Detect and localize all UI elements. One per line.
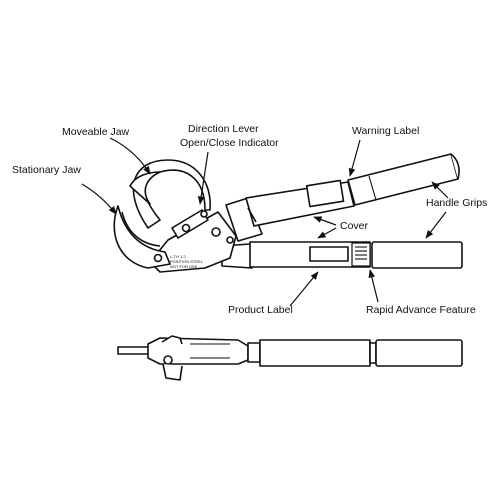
label-warning-label: Warning Label (352, 125, 419, 137)
label-handle-grips: Handle Grips (426, 197, 487, 209)
label-cover: Cover (340, 220, 369, 232)
label-stationary-jaw: Stationary Jaw (12, 164, 81, 176)
upper-handle (225, 153, 460, 242)
jaw-assembly: L-TH 1.2 POSITION STEEL NOT FOR USE (113, 159, 237, 273)
label-product-label: Product Label (228, 304, 293, 316)
stationary-jaw (113, 205, 171, 269)
jaw-marking-1: L-TH 1.2 (170, 254, 186, 259)
label-moveable-jaw: Moveable Jaw (62, 126, 130, 138)
jaw-marking-3: NOT FOR USE (170, 264, 198, 269)
direction-lever (171, 209, 209, 239)
warning-label-band (305, 179, 345, 208)
cable-cutter-side-view (117, 335, 463, 381)
jaw-marking-2: POSITION STEEL (170, 259, 204, 264)
cable-cutter-main-view: L-TH 1.2 POSITION STEEL NOT FOR USE (113, 153, 463, 273)
label-open-close-indicator: Open/Close Indicator (180, 137, 279, 149)
side-view-lower-handle (259, 339, 371, 367)
label-rapid-advance-feature: Rapid Advance Feature (366, 304, 476, 316)
label-direction-lever: Direction Lever (188, 123, 259, 135)
lower-handle-grip (371, 241, 463, 269)
callouts: Moveable Jaw Stationary Jaw Direction Le… (12, 123, 487, 316)
lower-handle (221, 241, 463, 269)
product-label-plate (309, 246, 349, 262)
side-view-handle-grip (375, 339, 463, 367)
